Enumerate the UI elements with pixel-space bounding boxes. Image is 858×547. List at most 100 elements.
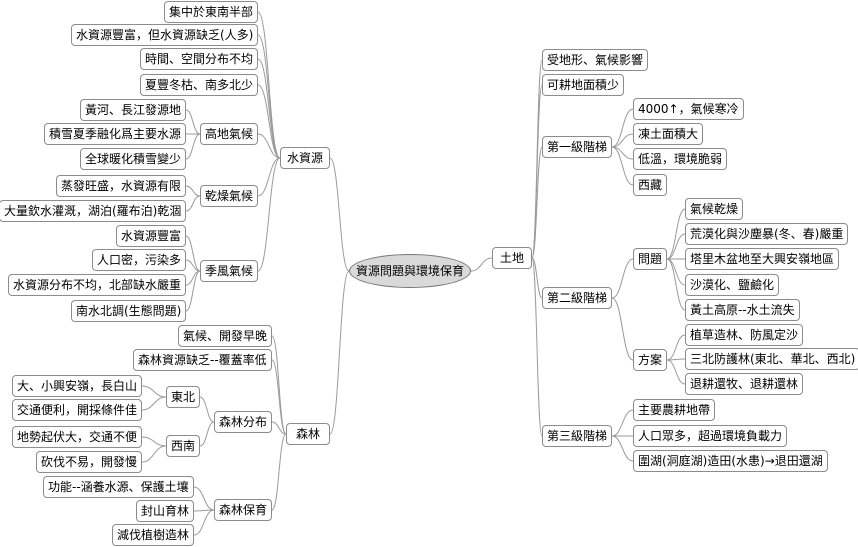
connector-forest-distribution-node-to-northeast-node [199,396,215,423]
connector-tier3-node-to-tier3-item-1 [611,409,634,437]
solution-item-3[interactable]: 退耕還牧、退耕還林 [685,373,804,395]
connector-tier2-node-to-problems-node [611,258,634,299]
solutions-node[interactable]: 方案 [633,349,668,371]
tier1-item-2[interactable]: 凍土面積大 [633,123,704,145]
water-item-2[interactable]: 水資源豐富，但水資源缺乏(人多) [71,24,259,46]
monsoon-item-1[interactable]: 水資源豐富 [116,225,187,247]
land-node[interactable]: 土地 [492,247,532,269]
arid-item-1[interactable]: 蒸發旺盛，水資源有限 [56,175,187,197]
problem-item-5[interactable]: 黃土高原--水土流失 [685,299,800,321]
connector-water-node-to-water-item-4 [257,84,281,159]
tier3-item-1[interactable]: 主要農耕地帶 [633,399,716,421]
northeast-item-2[interactable]: 交通便利，開採條件佳 [12,399,143,421]
monsoon-item-3[interactable]: 水資源分布不均，北部缺水嚴重 [8,274,187,296]
conservation-item-3[interactable]: 減伐植樹造林 [112,524,195,546]
solution-item-2[interactable]: 三北防護林(東北、華北、西北) [685,348,858,370]
northeast-item-1[interactable]: 大、小興安嶺，長白山 [12,375,143,397]
monsoon-item-2[interactable]: 人口密，污染多 [92,249,187,271]
connector-water-node-to-monsoon-climate-node [257,157,281,272]
connector-land-node-to-tier2-node [531,257,543,299]
connector-water-node-to-arid-climate-node [257,157,281,197]
arid-item-2[interactable]: 大量欽水灌溉，湖泊(羅布泊)乾涸 [0,200,187,222]
connector-arid-climate-node-to-arid-item-2 [185,195,201,212]
connector-forest-node-to-forest-conservation-node [271,433,287,511]
connector-solutions-node-to-solution-item-1 [666,334,686,361]
tier1-item-4[interactable]: 西藏 [633,174,668,196]
connector-land-node-to-land-item-2 [531,84,543,259]
highland-item-3[interactable]: 全球暖化積雪變少 [80,148,187,170]
tier3-item-3[interactable]: 圍湖(洞庭湖)造田(水患)→退田還湖 [633,450,828,472]
connector-water-node-to-highland-climate-node [257,133,281,159]
connector-tier2-node-to-solutions-node [611,297,634,361]
forest-item-1[interactable]: 氣候、開發早晚 [178,325,273,347]
connector-forest-conservation-node-to-conservation-item-1 [193,486,215,511]
connector-forest-node-to-forest-item-2 [271,359,287,435]
connector-southwest-node-to-southwest-item-1 [141,436,167,447]
connector-highland-climate-node-to-highland-item-1 [185,109,201,135]
solution-item-1[interactable]: 植草造林、防風定沙 [685,324,804,346]
tier1-item-3[interactable]: 低溫，環境脆弱 [633,148,728,170]
highland-item-1[interactable]: 黃河、長江發源地 [80,99,187,121]
forest-node[interactable]: 森林 [286,423,330,445]
connector-northeast-node-to-northeast-item-2 [141,396,167,411]
connector-arid-climate-node-to-arid-item-1 [185,185,201,197]
connector-monsoon-climate-node-to-monsoon-item-4 [185,270,201,312]
problem-item-2[interactable]: 荒漠化與沙塵暴(冬、春)嚴重 [685,223,849,245]
problem-item-3[interactable]: 塔里木盆地至大興安嶺地區 [685,248,840,270]
highland-item-2[interactable]: 積雪夏季融化爲主要水源 [44,123,187,145]
land-item-2[interactable]: 可耕地面積少 [542,74,625,96]
connector-forest-distribution-node-to-southwest-node [199,421,215,447]
arid-climate-node[interactable]: 乾燥氣候 [200,185,259,207]
southwest-item-2[interactable]: 砍伐不易，開發慢 [36,451,143,473]
connector-forest-node-to-forest-item-1 [271,335,287,435]
water-item-1[interactable]: 集中於東南半部 [164,1,259,23]
connector-monsoon-climate-node-to-monsoon-item-2 [185,259,201,272]
connector-forest-conservation-node-to-conservation-item-3 [193,509,215,536]
tier2-node[interactable]: 第二級階梯 [542,287,613,309]
connector-land-node-to-tier1-node [531,146,543,259]
forest-item-2[interactable]: 森林資源缺乏--覆蓋率低 [133,349,272,371]
water-item-4[interactable]: 夏豐冬枯、南多北少 [140,74,259,96]
problem-item-4[interactable]: 沙漠化、鹽鹼化 [685,274,780,296]
connector-land-node-to-tier3-node [531,257,543,437]
connector-water-node-to-water-item-1 [257,11,281,159]
connector-forest-node-to-forest-distribution-node [271,421,287,435]
connector-problems-node-to-problem-item-4 [666,258,686,286]
conservation-item-1[interactable]: 功能--涵養水源、保護土壤 [43,476,194,498]
conservation-item-2[interactable]: 封山育林 [136,500,195,522]
water-node[interactable]: 水資源 [280,147,330,169]
connector-problems-node-to-problem-item-2 [666,233,686,260]
connector-water-node-to-water-item-3 [257,58,281,159]
connector-water-node-to-water-item-2 [257,34,281,159]
tier3-node[interactable]: 第三級階梯 [542,425,613,447]
connector-tier1-node-to-tier1-item-4 [611,146,634,186]
water-item-3[interactable]: 時間、空間分布不均 [140,48,259,70]
connector-tier1-node-to-tier1-item-1 [611,108,634,148]
connector-northeast-node-to-northeast-item-1 [141,385,167,398]
highland-climate-node[interactable]: 高地氣候 [200,123,259,145]
southwest-item-1[interactable]: 地勢起伏大，交通不便 [12,426,143,448]
problem-item-1[interactable]: 氣候乾燥 [685,198,744,220]
monsoon-climate-node[interactable]: 季風氣候 [200,260,259,282]
problems-node[interactable]: 問題 [633,248,668,270]
connector-solutions-node-to-solution-item-3 [666,359,686,385]
tier1-item-1[interactable]: 4000↑，氣候寒冷 [633,98,744,120]
connector-tier1-node-to-tier1-item-2 [611,133,634,148]
connector-tier3-node-to-tier3-item-3 [611,435,634,462]
southwest-node[interactable]: 西南 [166,435,201,457]
connector-root-node-to-land-node [470,257,493,272]
tier3-item-2[interactable]: 人口眾多，超過環境負載力 [633,425,788,447]
connector-highland-climate-node-to-highland-item-3 [185,133,201,160]
monsoon-item-4[interactable]: 南水北調(生態問題) [71,300,187,322]
northeast-node[interactable]: 東北 [166,386,201,408]
land-item-1[interactable]: 受地形、氣候影響 [542,49,649,71]
connector-root-node-to-water-node [329,157,350,272]
tier1-node[interactable]: 第一級階梯 [542,136,613,158]
connector-root-node-to-forest-node [329,270,350,435]
forest-distribution-node[interactable]: 森林分布 [214,411,273,433]
root-node[interactable]: 資源問題與環境保育 [349,254,471,288]
forest-conservation-node[interactable]: 森林保育 [214,499,273,521]
connector-southwest-node-to-southwest-item-2 [141,445,167,463]
